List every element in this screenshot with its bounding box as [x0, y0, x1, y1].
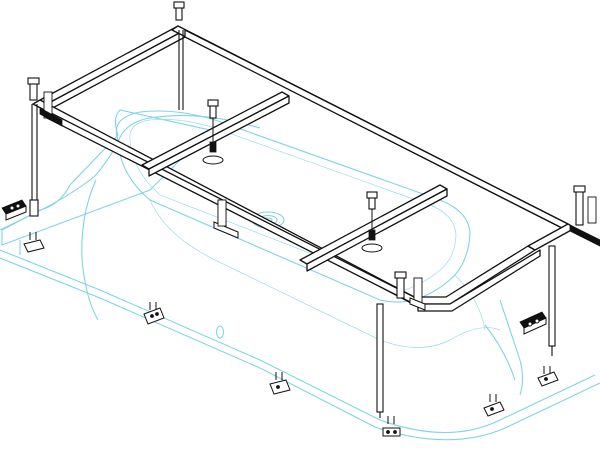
- clip-2: [143, 302, 165, 325]
- clip-right: [519, 311, 547, 335]
- clip-5: [483, 394, 505, 417]
- cross-rail-supports: [202, 99, 407, 299]
- clip-4: [382, 416, 401, 437]
- clip-6: [537, 366, 559, 387]
- mounting-clips: [1, 199, 559, 437]
- wall-brackets: [213, 199, 426, 311]
- support-frame: [32, 25, 576, 312]
- clip-left: [1, 199, 27, 221]
- clip-3: [269, 372, 291, 395]
- frame-legs: [27, 1, 600, 418]
- clip-1: [23, 232, 45, 253]
